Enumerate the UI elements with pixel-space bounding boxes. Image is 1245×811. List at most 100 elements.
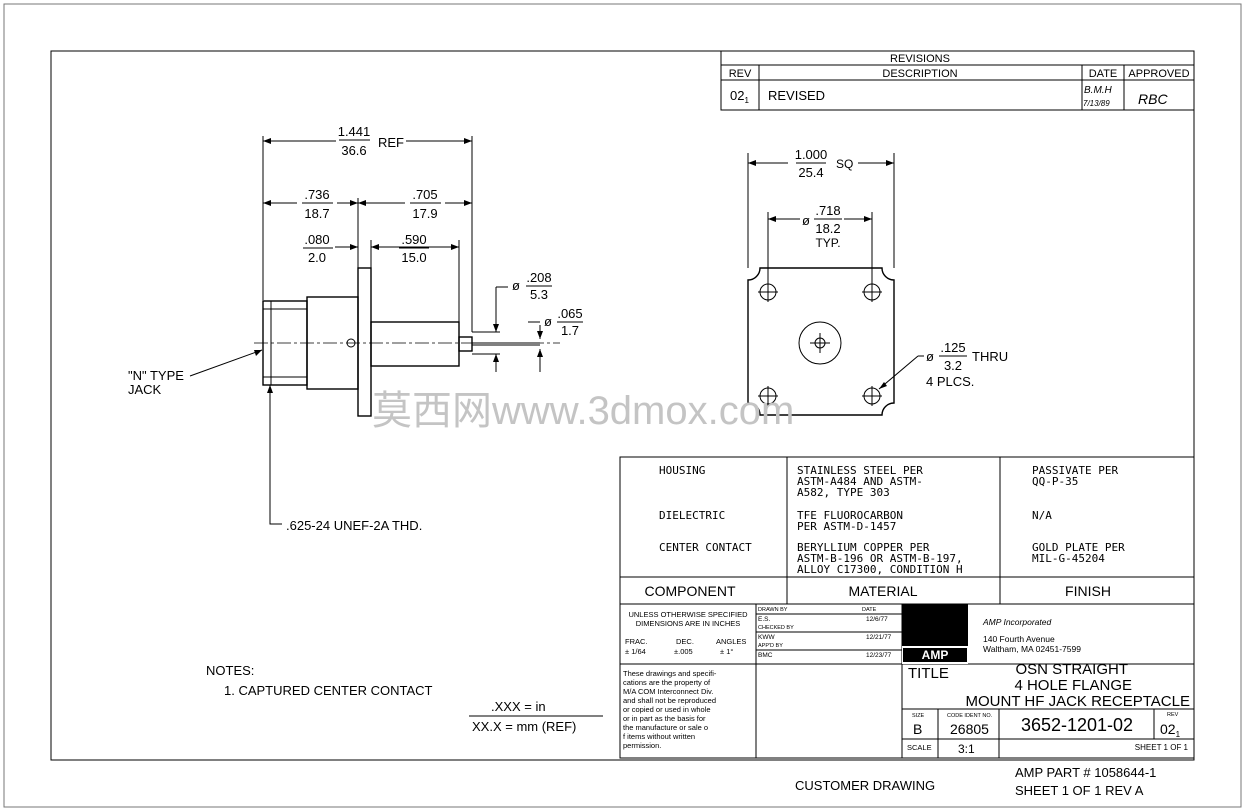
finish-housing-line2: QQ-P-35 [1032,475,1078,488]
dim-left-inch: .736 [304,187,329,202]
tolerance-line2: DIMENSIONS ARE IN INCHES [636,619,741,628]
thread-label: .625-24 UNEF-2A THD. [286,518,422,533]
material-dielectric-line2: PER ASTM-D-1457 [797,520,896,533]
sheet-of: SHEET 1 OF 1 [1135,743,1189,752]
proprietary-line: These drawings and specifi- [623,669,717,678]
header-finish: FINISH [1065,583,1111,599]
tolerance-angles-label: ANGLES [716,637,746,646]
tolerance-frac-label: FRAC. [625,637,648,646]
dielectric [458,336,473,352]
watermark: 莫西网www.3dmox.com [372,389,794,433]
header-material: MATERIAL [849,583,918,599]
dia-small-inch: .065 [557,306,582,321]
rev-label: REV [1167,712,1179,718]
revisions-header: REVISIONS [890,53,950,65]
dim-hole-spacing-mm: 18.2 [815,221,840,236]
dim-overall-inch: 1.441 [338,124,371,139]
title-label: TITLE [908,665,949,682]
dim-left-mm: 18.7 [304,206,329,221]
materials-table: HOUSING STAINLESS STEEL PER ASTM-A484 AN… [619,456,1195,605]
code-ident-value: 26805 [950,721,989,737]
drawn-date: 12/6/77 [866,616,888,623]
title-line1: OSN STRAIGHT [1015,661,1128,678]
jack-label-line2: JACK [128,382,162,397]
dim-hole-dia-inch: .125 [940,340,965,355]
drawing-border [50,50,1195,761]
dia-large-mm: 5.3 [530,287,548,302]
material-housing-line1: STAINLESS STEEL PER [797,464,923,477]
jack-label-line1: "N" TYPE [128,368,184,383]
title-line2: 4 HOLE FLANGE [1014,677,1132,694]
company-name: AMP Incorporated [982,617,1051,627]
approved-by: BMC [758,652,773,659]
footer-sheet: SHEET 1 OF 1 REV A [1015,783,1144,798]
scale-label: SCALE [907,743,932,752]
proprietary-notice: These drawings and specifi- cations are … [623,669,717,750]
dia-small-mm: 1.7 [561,323,579,338]
tolerance-frac-value: ± 1/64 [625,647,646,656]
description-col-header: DESCRIPTION [882,68,957,80]
tolerance-angles-value: ± 1° [720,647,733,656]
mount-holes [758,282,882,406]
finish-housing-line1: PASSIVATE PER [1032,464,1118,477]
proprietary-line: the manufacture or sale o [623,723,708,732]
front-view: 1.000 25.4 SQ ø .718 18.2 TYP. ø .125 [747,147,1008,416]
drawn-by: E.S. [758,616,770,623]
dim-hole-dia-mm: 3.2 [944,358,962,373]
rev-approved-signature: RBC [1138,91,1168,107]
dia-large-inch: .208 [526,270,551,285]
scale-value: 3:1 [958,742,975,756]
page-border [3,3,1242,808]
dim-square-mm: 25.4 [798,165,823,180]
rev-value-title: 021 [1160,721,1181,739]
units-mm: XX.X = mm (REF) [472,719,576,734]
rev-description: REVISED [768,88,825,103]
material-dielectric-line1: TFE FLUOROCARBON [797,509,903,522]
title-line3: MOUNT HF JACK RECEPTACLE [966,693,1190,710]
approved-by-label: APP'D BY [758,643,783,649]
dim-right-mm: 17.9 [412,206,437,221]
finish-contact-line2: MIL-G-45204 [1032,552,1105,565]
proprietary-line: or in part as the basis for [623,714,706,723]
dim-hole-dia-suffix: THRU [972,349,1008,364]
component-dielectric: DIELECTRIC [659,509,725,522]
rev-date: 7/13/89 [1083,99,1110,108]
material-contact-line3: ALLOY C17300, CONDITION H [797,563,963,576]
dielectric-circle [798,321,842,365]
size-value: B [913,721,922,737]
side-view: 1.441 36.6 REF .736 18.7 .705 17.9 .080 … [128,124,583,533]
date-label: DATE [862,607,877,613]
proprietary-line: M/A COM Interconnect Div. [623,687,713,696]
checked-by-label: CHECKED BY [758,625,794,631]
dim-hole-spacing-inch: .718 [815,203,840,218]
rev-value: 021 [730,88,749,105]
finish-contact-line1: GOLD PLATE PER [1032,541,1125,554]
checked-by: KWW [758,634,775,641]
size-label: SIZE [912,713,925,719]
company-address2: Waltham, MA 02451-7599 [983,644,1081,654]
dim-right-inch: .705 [412,187,437,202]
dim-overall-suffix: REF [378,135,404,150]
dia-small-symbol: ø [544,314,552,329]
dim-hole-dia-symbol: ø [926,349,934,364]
code-ident-label: CODE IDENT NO. [947,713,993,719]
rev-col-header: REV [729,68,752,80]
dim-flange-inch: .080 [304,232,329,247]
material-housing-line2: ASTM-A484 AND ASTM- [797,475,923,488]
dim-square-inch: 1.000 [795,147,828,162]
component-housing: HOUSING [659,464,705,477]
hole-count: 4 PLCS. [926,374,974,389]
checked-date: 12/21/77 [866,634,892,641]
revisions-block: REVISIONS REV DESCRIPTION DATE APPROVED … [720,50,1195,111]
dim-shank-inch: .590 [401,232,426,247]
proprietary-line: cations are the property of [623,678,711,687]
proprietary-line: and shall not be reproduced [623,696,716,705]
dim-overall-mm: 36.6 [341,143,366,158]
amp-logo: AMP [922,648,949,662]
flange-square [747,267,895,416]
center-mark [346,338,356,348]
amp-part-number: AMP PART # 1058644-1 [1015,765,1156,780]
customer-drawing: CUSTOMER DRAWING [795,778,935,793]
approved-date: 12/23/77 [866,652,892,659]
